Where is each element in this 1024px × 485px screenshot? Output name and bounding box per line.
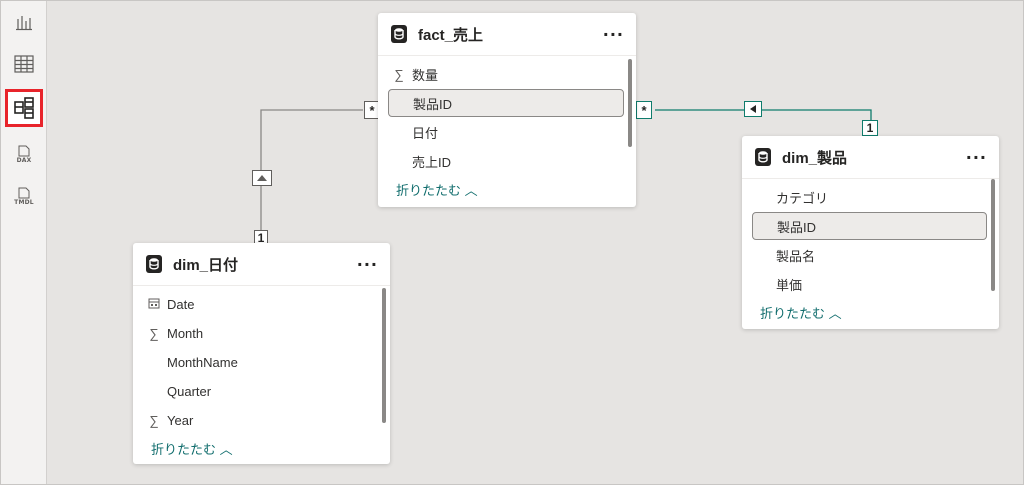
field-row[interactable]: ∑ Year: [143, 406, 378, 434]
relationship-lines: [260, 109, 872, 239]
sum-icon: ∑: [149, 412, 159, 428]
report-view-icon[interactable]: [5, 3, 43, 41]
model-canvas[interactable]: [47, 1, 1023, 484]
filter-direction-left-icon[interactable]: [744, 101, 762, 117]
table-header: fact_売上 ···: [378, 13, 636, 56]
field-row[interactable]: Date: [143, 290, 378, 318]
field-row[interactable]: 製品名: [752, 241, 987, 269]
table-header: dim_製品 ···: [742, 136, 999, 179]
field-label: 製品ID: [777, 219, 817, 235]
field-label: 売上ID: [412, 154, 452, 170]
table-icon: [388, 23, 410, 45]
field-label: MonthName: [167, 354, 238, 370]
collapse-link[interactable]: 折りたたむ ︿: [760, 306, 842, 321]
tmdl-label: TMDL: [14, 198, 34, 206]
table-header: dim_日付 ···: [133, 243, 390, 286]
relationship-line-product[interactable]: [655, 109, 872, 123]
field-label: Month: [167, 325, 204, 341]
field-row[interactable]: ∑ 数量: [388, 60, 624, 88]
more-options-icon[interactable]: ···: [965, 147, 987, 167]
field-label: 製品名: [776, 248, 816, 264]
table-title: fact_売上: [418, 26, 484, 44]
field-row-selected[interactable]: 製品ID: [752, 212, 987, 240]
more-options-icon[interactable]: ···: [602, 24, 624, 44]
table-view-icon[interactable]: [5, 45, 43, 83]
sum-icon: ∑: [394, 66, 404, 82]
field-label: Date: [167, 296, 195, 312]
field-label: 数量: [412, 67, 439, 83]
calendar-icon: [143, 297, 165, 312]
scrollbar[interactable]: [382, 288, 386, 423]
filter-direction-up-icon[interactable]: [252, 170, 272, 186]
field-label: カテゴリ: [776, 190, 829, 206]
field-row-selected[interactable]: 製品ID: [388, 89, 624, 117]
field-row[interactable]: 売上ID: [388, 147, 624, 175]
table-title: dim_日付: [173, 256, 239, 274]
field-row[interactable]: ∑ Month: [143, 319, 378, 347]
table-icon: [143, 253, 165, 275]
field-label: 日付: [412, 125, 439, 141]
table-card-date[interactable]: dim_日付 ··· Date ∑ Month MonthName Quarter…: [133, 243, 390, 464]
sum-icon: ∑: [149, 325, 159, 341]
field-row[interactable]: カテゴリ: [752, 183, 987, 211]
field-row[interactable]: 日付: [388, 118, 624, 146]
field-label: 単価: [776, 277, 803, 293]
table-card-product[interactable]: dim_製品 ··· カテゴリ 製品ID 製品名 単価 折りたたむ ︿: [742, 136, 999, 329]
field-label: Quarter: [167, 383, 212, 399]
field-row[interactable]: Quarter: [143, 377, 378, 405]
table-title: dim_製品: [782, 149, 848, 167]
model-view-icon[interactable]: [5, 89, 43, 127]
many-marker-product[interactable]: *: [636, 101, 652, 119]
field-label: Year: [167, 412, 194, 428]
dax-query-view-icon[interactable]: DAX: [5, 135, 43, 173]
relationship-line-date[interactable]: [260, 109, 363, 239]
scrollbar[interactable]: [991, 179, 995, 291]
table-icon: [752, 146, 774, 168]
field-row[interactable]: MonthName: [143, 348, 378, 376]
field-row[interactable]: 単価: [752, 270, 987, 298]
tmdl-view-icon[interactable]: TMDL: [5, 177, 43, 215]
more-options-icon[interactable]: ···: [356, 254, 378, 274]
dax-label: DAX: [16, 156, 32, 164]
scrollbar[interactable]: [628, 59, 632, 147]
view-sidebar: DAX TMDL: [1, 1, 47, 484]
collapse-link[interactable]: 折りたたむ ︿: [396, 183, 478, 198]
collapse-link[interactable]: 折りたたむ ︿: [151, 442, 233, 457]
field-label: 製品ID: [413, 96, 453, 112]
table-card-fact[interactable]: fact_売上 ··· ∑ 数量 製品ID 日付 売上ID 折りたたむ ︿: [378, 13, 636, 207]
one-marker-product[interactable]: 1: [862, 120, 878, 136]
